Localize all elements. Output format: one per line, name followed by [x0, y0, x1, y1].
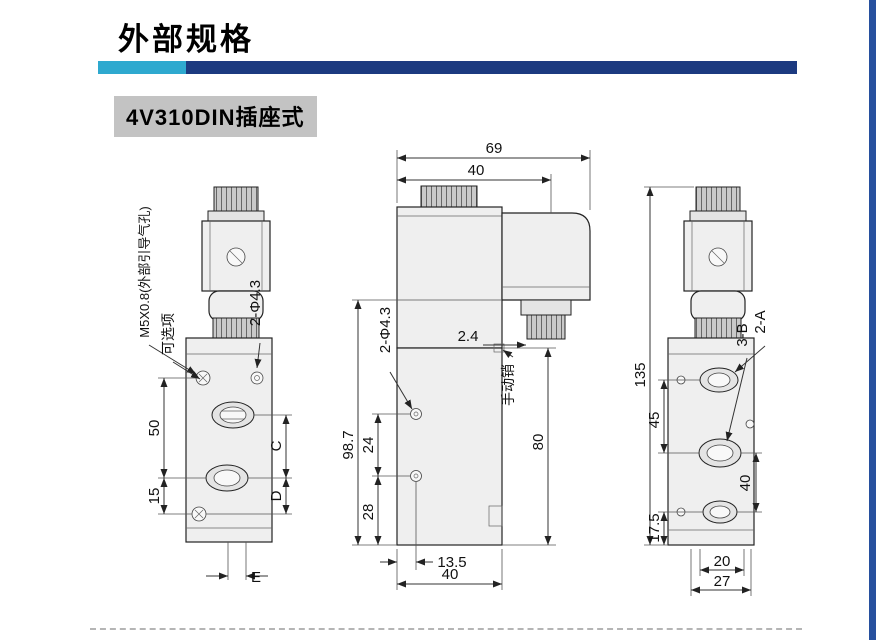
dim-24-label: 24	[360, 437, 377, 454]
front-coil-body	[396, 206, 503, 349]
page-title: 外部规格	[118, 22, 254, 57]
model-label: 4V310DIN插座式	[114, 96, 317, 137]
left-mount-hole	[250, 371, 264, 385]
dim-80-label: 80	[530, 434, 547, 451]
front-knurled-cap	[420, 185, 478, 208]
right-view-drawing: 135 45 17.5 40 20 27 2-A 3-B	[632, 186, 769, 596]
dim-45-label: 45	[646, 412, 663, 429]
left-knurled-cap	[213, 186, 259, 212]
dim-98-7-label: 98.7	[340, 430, 357, 459]
cable-gland	[526, 314, 566, 340]
right-knurled-cap	[695, 186, 741, 212]
port-3b-label: 3-B	[734, 323, 751, 346]
dim-40-right-label: 40	[737, 475, 754, 492]
port-2a-label: 2-A	[752, 310, 769, 333]
left-view-drawing: 50 15 C D E 2-Φ4.3 M5X0.8(外部引导气孔) 可选项	[137, 186, 292, 586]
dim-d-label: D	[268, 490, 285, 501]
optional-label: 可选项	[160, 313, 176, 355]
dim-135-label: 135	[632, 362, 649, 387]
dim-69-label: 69	[486, 140, 503, 157]
dim-20-label: 20	[714, 553, 731, 570]
dim-27-label: 27	[714, 573, 731, 590]
din-connector	[501, 212, 591, 301]
left-phi-label: 2-Φ4.3	[247, 280, 264, 326]
dim-17-5-label: 17.5	[646, 513, 663, 542]
front-hole-upper	[410, 408, 422, 420]
left-cap-flange	[207, 210, 265, 222]
front-valve-body	[396, 347, 503, 546]
front-step	[488, 505, 503, 527]
m5-pilot-port-label: M5X0.8(外部引导气孔)	[137, 206, 152, 337]
connector-stem	[520, 299, 572, 316]
dim-50-label: 50	[146, 420, 163, 437]
manual-pin-label: 手动销	[500, 364, 516, 406]
right-cap-flange	[689, 210, 747, 222]
dim-e-label: E	[251, 569, 261, 586]
right-adapter	[690, 290, 746, 322]
front-phi-label: 2-Φ4.3	[377, 307, 394, 353]
dim-40-bottom-label: 40	[442, 566, 459, 583]
dim-15-label: 15	[146, 488, 163, 505]
dim-13-5-label: 13.5	[437, 554, 466, 571]
front-hole-lower	[410, 470, 422, 482]
bottom-dashed-divider	[90, 628, 802, 630]
front-view-drawing: 69 40 2.4 手动销 98.7 24 28 2-Φ4.3	[340, 140, 591, 590]
dim-40-top-label: 40	[468, 162, 485, 179]
right-edge-strip	[869, 0, 876, 640]
dim-28-label: 28	[360, 504, 377, 521]
dim-2-4-label: 2.4	[458, 328, 479, 345]
right-screw-hole-mid	[745, 419, 755, 429]
title-underline-bar	[98, 61, 797, 74]
dim-c-label: C	[268, 440, 285, 451]
